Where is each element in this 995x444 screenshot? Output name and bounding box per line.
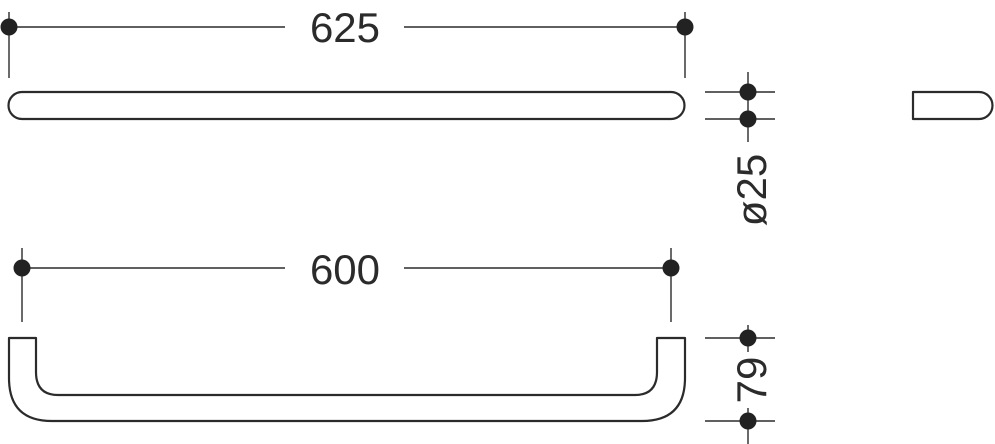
depth-dimension: 79 bbox=[705, 325, 775, 444]
depth-label-background bbox=[728, 352, 768, 408]
dimension-dot bbox=[676, 18, 694, 36]
length-600-label: 600 bbox=[310, 246, 380, 293]
dimension-dot bbox=[739, 412, 757, 430]
front-bar-view: 600 bbox=[7, 246, 687, 423]
straight-bar-outline bbox=[7, 90, 686, 121]
dimension-dot bbox=[739, 329, 757, 347]
dimension-dot bbox=[662, 259, 680, 277]
diameter-25-label: ø25 bbox=[728, 154, 775, 226]
u-bar-outline bbox=[7, 336, 687, 423]
side-profile-view bbox=[911, 90, 994, 121]
dimension-dot bbox=[739, 83, 757, 101]
length-625-label: 625 bbox=[310, 4, 380, 51]
diameter-dimension: ø25 bbox=[705, 72, 775, 226]
dimension-dot bbox=[0, 18, 18, 36]
top-bar-view: 625 bbox=[0, 4, 694, 121]
dimension-dot bbox=[739, 110, 757, 128]
dimension-dot bbox=[13, 259, 31, 277]
depth-79-label: 79 bbox=[728, 357, 775, 404]
